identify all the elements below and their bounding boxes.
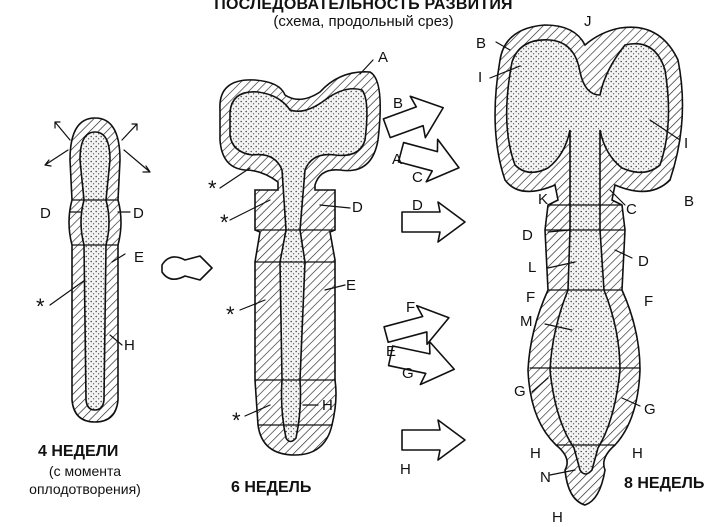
stage-label-6-weeks: 6 НЕДЕЛЬ: [231, 479, 311, 497]
label-star: *: [226, 302, 235, 327]
label-A: A: [378, 49, 388, 66]
label-G: G: [402, 365, 414, 382]
label-F: F: [526, 289, 535, 306]
label-M: M: [520, 313, 533, 330]
label-star: *: [208, 176, 217, 201]
progression-arrow-1: [162, 256, 212, 280]
label-star: *: [232, 408, 241, 433]
label-B: B: [476, 35, 486, 52]
label-H: H: [400, 461, 411, 478]
label-star: *: [220, 210, 229, 235]
stage-label-8-weeks: 8 НЕДЕЛЬ: [624, 475, 704, 493]
label-D: D: [40, 205, 51, 222]
label-L: L: [528, 259, 536, 276]
label-H: H: [322, 397, 333, 414]
label-I: I: [478, 69, 482, 86]
label-K: K: [538, 191, 548, 208]
label-D: D: [133, 205, 144, 222]
label-J: J: [584, 13, 592, 30]
label-G: G: [644, 401, 656, 418]
label-D: D: [522, 227, 533, 244]
label-D: D: [412, 197, 423, 214]
stage-note-line-2: оплодотворения): [10, 481, 160, 497]
label-H: H: [530, 445, 541, 462]
label-star: *: [36, 294, 45, 319]
label-E: E: [134, 249, 144, 266]
stage-label-4-weeks: 4 НЕДЕЛИ: [38, 443, 118, 461]
label-G: G: [514, 383, 526, 400]
embryo-8-weeks: [495, 25, 682, 505]
label-H: H: [552, 509, 563, 526]
label-N: N: [540, 469, 551, 486]
label-H: H: [124, 337, 135, 354]
transition-arrows-6-8: [379, 87, 465, 460]
label-H: H: [632, 445, 643, 462]
label-F: F: [406, 299, 415, 316]
label-I: I: [684, 135, 688, 152]
label-B: B: [393, 95, 403, 112]
label-A: A: [392, 151, 402, 168]
label-C: C: [412, 169, 423, 186]
label-D: D: [638, 253, 649, 270]
label-C: C: [626, 201, 637, 218]
label-E: E: [386, 343, 396, 360]
label-F: F: [644, 293, 653, 310]
embryo-4-weeks: [45, 118, 150, 422]
stage-note-line-1: (с момента: [10, 463, 160, 479]
label-E: E: [346, 277, 356, 294]
label-D: D: [352, 199, 363, 216]
embryo-6-weeks: [220, 72, 380, 455]
label-B: B: [684, 193, 694, 210]
